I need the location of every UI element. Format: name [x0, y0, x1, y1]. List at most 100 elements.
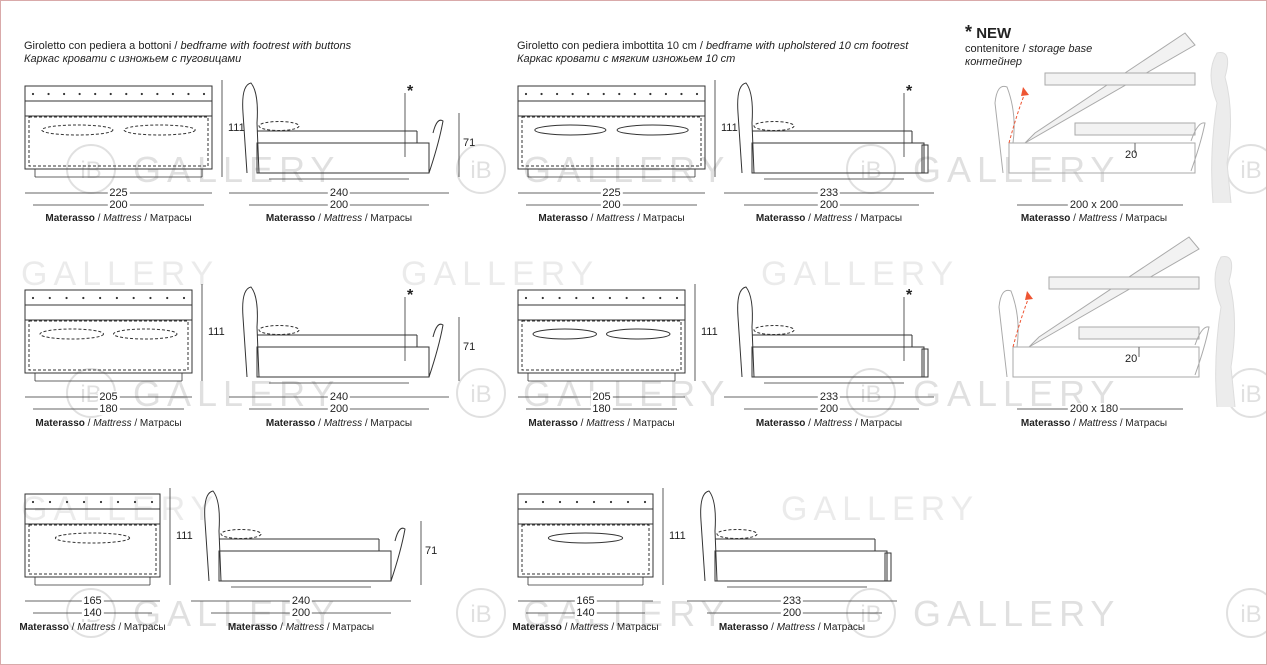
row2-storage-top-frame — [1048, 276, 1200, 290]
row1-buttons-side-caption: Materasso / Mattress / Матрасы — [265, 213, 413, 224]
button-dot — [171, 92, 175, 96]
row2-upholstered-plan-mattress — [521, 320, 682, 371]
button-dot — [65, 500, 69, 504]
row2-upholstered-width: 205 — [590, 391, 613, 403]
button-dot — [659, 296, 662, 300]
row2-upholstered-length: 233 — [817, 391, 841, 403]
watermark-logo-text: iB — [470, 601, 491, 628]
row2-upholstered-side-headboard — [737, 286, 755, 378]
row1-buttons-mattress-length: 200 — [327, 199, 351, 211]
button-dot — [132, 296, 135, 300]
header-buttons: Giroletto con pediera a bottoni / bedfra… — [24, 40, 352, 65]
watermark-text: GALLERY — [401, 255, 599, 293]
row3-buttons-side-headboard — [204, 490, 222, 582]
watermark-text: GALLERY — [913, 149, 1120, 190]
row1-buttons-plan-pillow-left — [41, 124, 114, 136]
button-dot — [524, 92, 528, 96]
header-upholstered-it: Giroletto con pediera imbottita 10 cm — [517, 40, 697, 52]
button-dot — [82, 296, 85, 300]
watermark-text: GALLERY — [761, 255, 959, 293]
row1-storage-group — [994, 32, 1232, 204]
header-buttons-en: bedframe with footrest with buttons — [180, 40, 352, 52]
row2-storage-size: 200 x 180 — [1067, 403, 1121, 415]
watermark-text: GALLERY — [523, 373, 730, 414]
new-it: contenitore — [965, 43, 1020, 55]
watermark-logo-text: iB — [80, 381, 101, 408]
row2-buttons-side-caption: Materasso / Mattress / Матрасы — [265, 418, 413, 429]
row2-buttons-plan-caption: Materasso / Mattress / Матрасы — [35, 418, 182, 429]
row1-upholstered-length: 233 — [817, 187, 841, 199]
watermark-logo-text: iB — [470, 381, 491, 408]
header-new: * NEW contenitore / storage base контейн… — [965, 22, 1093, 68]
button-dot — [626, 500, 630, 504]
row1-storage-size: 200 x 200 — [1067, 199, 1121, 211]
button-dot — [31, 296, 35, 300]
watermark-circle — [456, 588, 506, 638]
button-dot — [541, 296, 544, 300]
row3-buttons-side-footrest — [390, 527, 406, 582]
button-dot — [182, 296, 186, 300]
row3-buttons-plan-mattress — [28, 524, 157, 575]
row1-buttons-width: 225 — [107, 187, 130, 199]
row1-storage-outline — [1190, 122, 1206, 172]
row1-storage-depth: 20 — [1125, 149, 1138, 161]
row3-buttons-side-body — [218, 550, 392, 582]
row3-buttons-height: 111 — [176, 530, 193, 542]
button-dot — [133, 500, 137, 504]
row1-storage-top-frame — [1044, 72, 1196, 86]
watermark-logo: iB GALLERY — [456, 368, 730, 418]
row1-upholstered-side-headboard — [737, 82, 755, 174]
row1-upholstered-plan-pillow-left — [534, 124, 607, 136]
button-dot — [116, 500, 120, 504]
row2-buttons-star: * — [407, 287, 414, 304]
row1-upholstered-side-caption: Materasso / Mattress / Матрасы — [755, 213, 903, 224]
row2-storage-outline — [998, 289, 1019, 378]
row2-upholstered-star: * — [906, 287, 913, 304]
row2-buttons-plan-mattress — [28, 320, 189, 371]
row2-buttons-width: 205 — [97, 391, 120, 403]
button-dot — [47, 92, 50, 96]
row2-upholstered-side-footrest — [921, 348, 929, 378]
header-buttons-it: Giroletto con pediera a bottoni — [24, 40, 172, 52]
button-dot — [602, 92, 605, 96]
row3-buttons-plan-caption: Materasso / Mattress / Матрасы — [19, 622, 166, 633]
row2-buttons-plan-pillow-left — [39, 328, 104, 340]
watermark-logo-text: iB — [1240, 381, 1261, 408]
button-dot — [592, 500, 596, 504]
button-dot — [618, 92, 621, 96]
row1-buttons-side-pillow — [258, 121, 300, 131]
row1-upholstered-plan-outline — [517, 85, 706, 170]
watermark-logo-text: iB — [470, 157, 491, 184]
row2-buttons-side-pillow — [258, 325, 300, 335]
row2-storage-outline — [1194, 326, 1210, 376]
button-dot — [82, 500, 86, 504]
button-dot — [592, 296, 595, 300]
row2-buttons-plan-outline — [24, 289, 193, 374]
button-dot — [109, 92, 112, 96]
row2-upholstered-side-caption: Materasso / Mattress / Матрасы — [755, 418, 903, 429]
row1-buttons-plan-pillow-right — [123, 124, 196, 136]
row1-buttons-star: * — [407, 83, 414, 100]
row3-buttons-plan-pillow — [54, 532, 131, 544]
row3-upholstered-side-footrest — [884, 552, 892, 582]
row1-storage-caption: Materasso / Mattress / Матрасы — [1020, 213, 1168, 224]
row3-buttons-side-pillow — [220, 529, 262, 539]
watermark-text: GALLERY — [913, 593, 1120, 634]
row2-storage-person — [1214, 256, 1236, 408]
button-dot — [156, 92, 159, 96]
watermark-logo-text: iB — [860, 601, 881, 628]
row1-upholstered-mattress-length: 200 — [817, 199, 841, 211]
button-dot — [675, 296, 679, 300]
row2-buttons-plan-pillow-right — [113, 328, 178, 340]
button-dot — [187, 92, 190, 96]
button-dot — [625, 296, 628, 300]
row1-storage-person — [1210, 52, 1232, 204]
row3-buttons-foot-height: 71 — [425, 545, 438, 557]
row2-upholstered-mattress-width: 180 — [590, 403, 613, 415]
row2-buttons-length: 240 — [327, 391, 351, 403]
row2-storage-lift-arrowhead — [1025, 291, 1033, 300]
watermark-logo-text: iB — [1240, 601, 1261, 628]
